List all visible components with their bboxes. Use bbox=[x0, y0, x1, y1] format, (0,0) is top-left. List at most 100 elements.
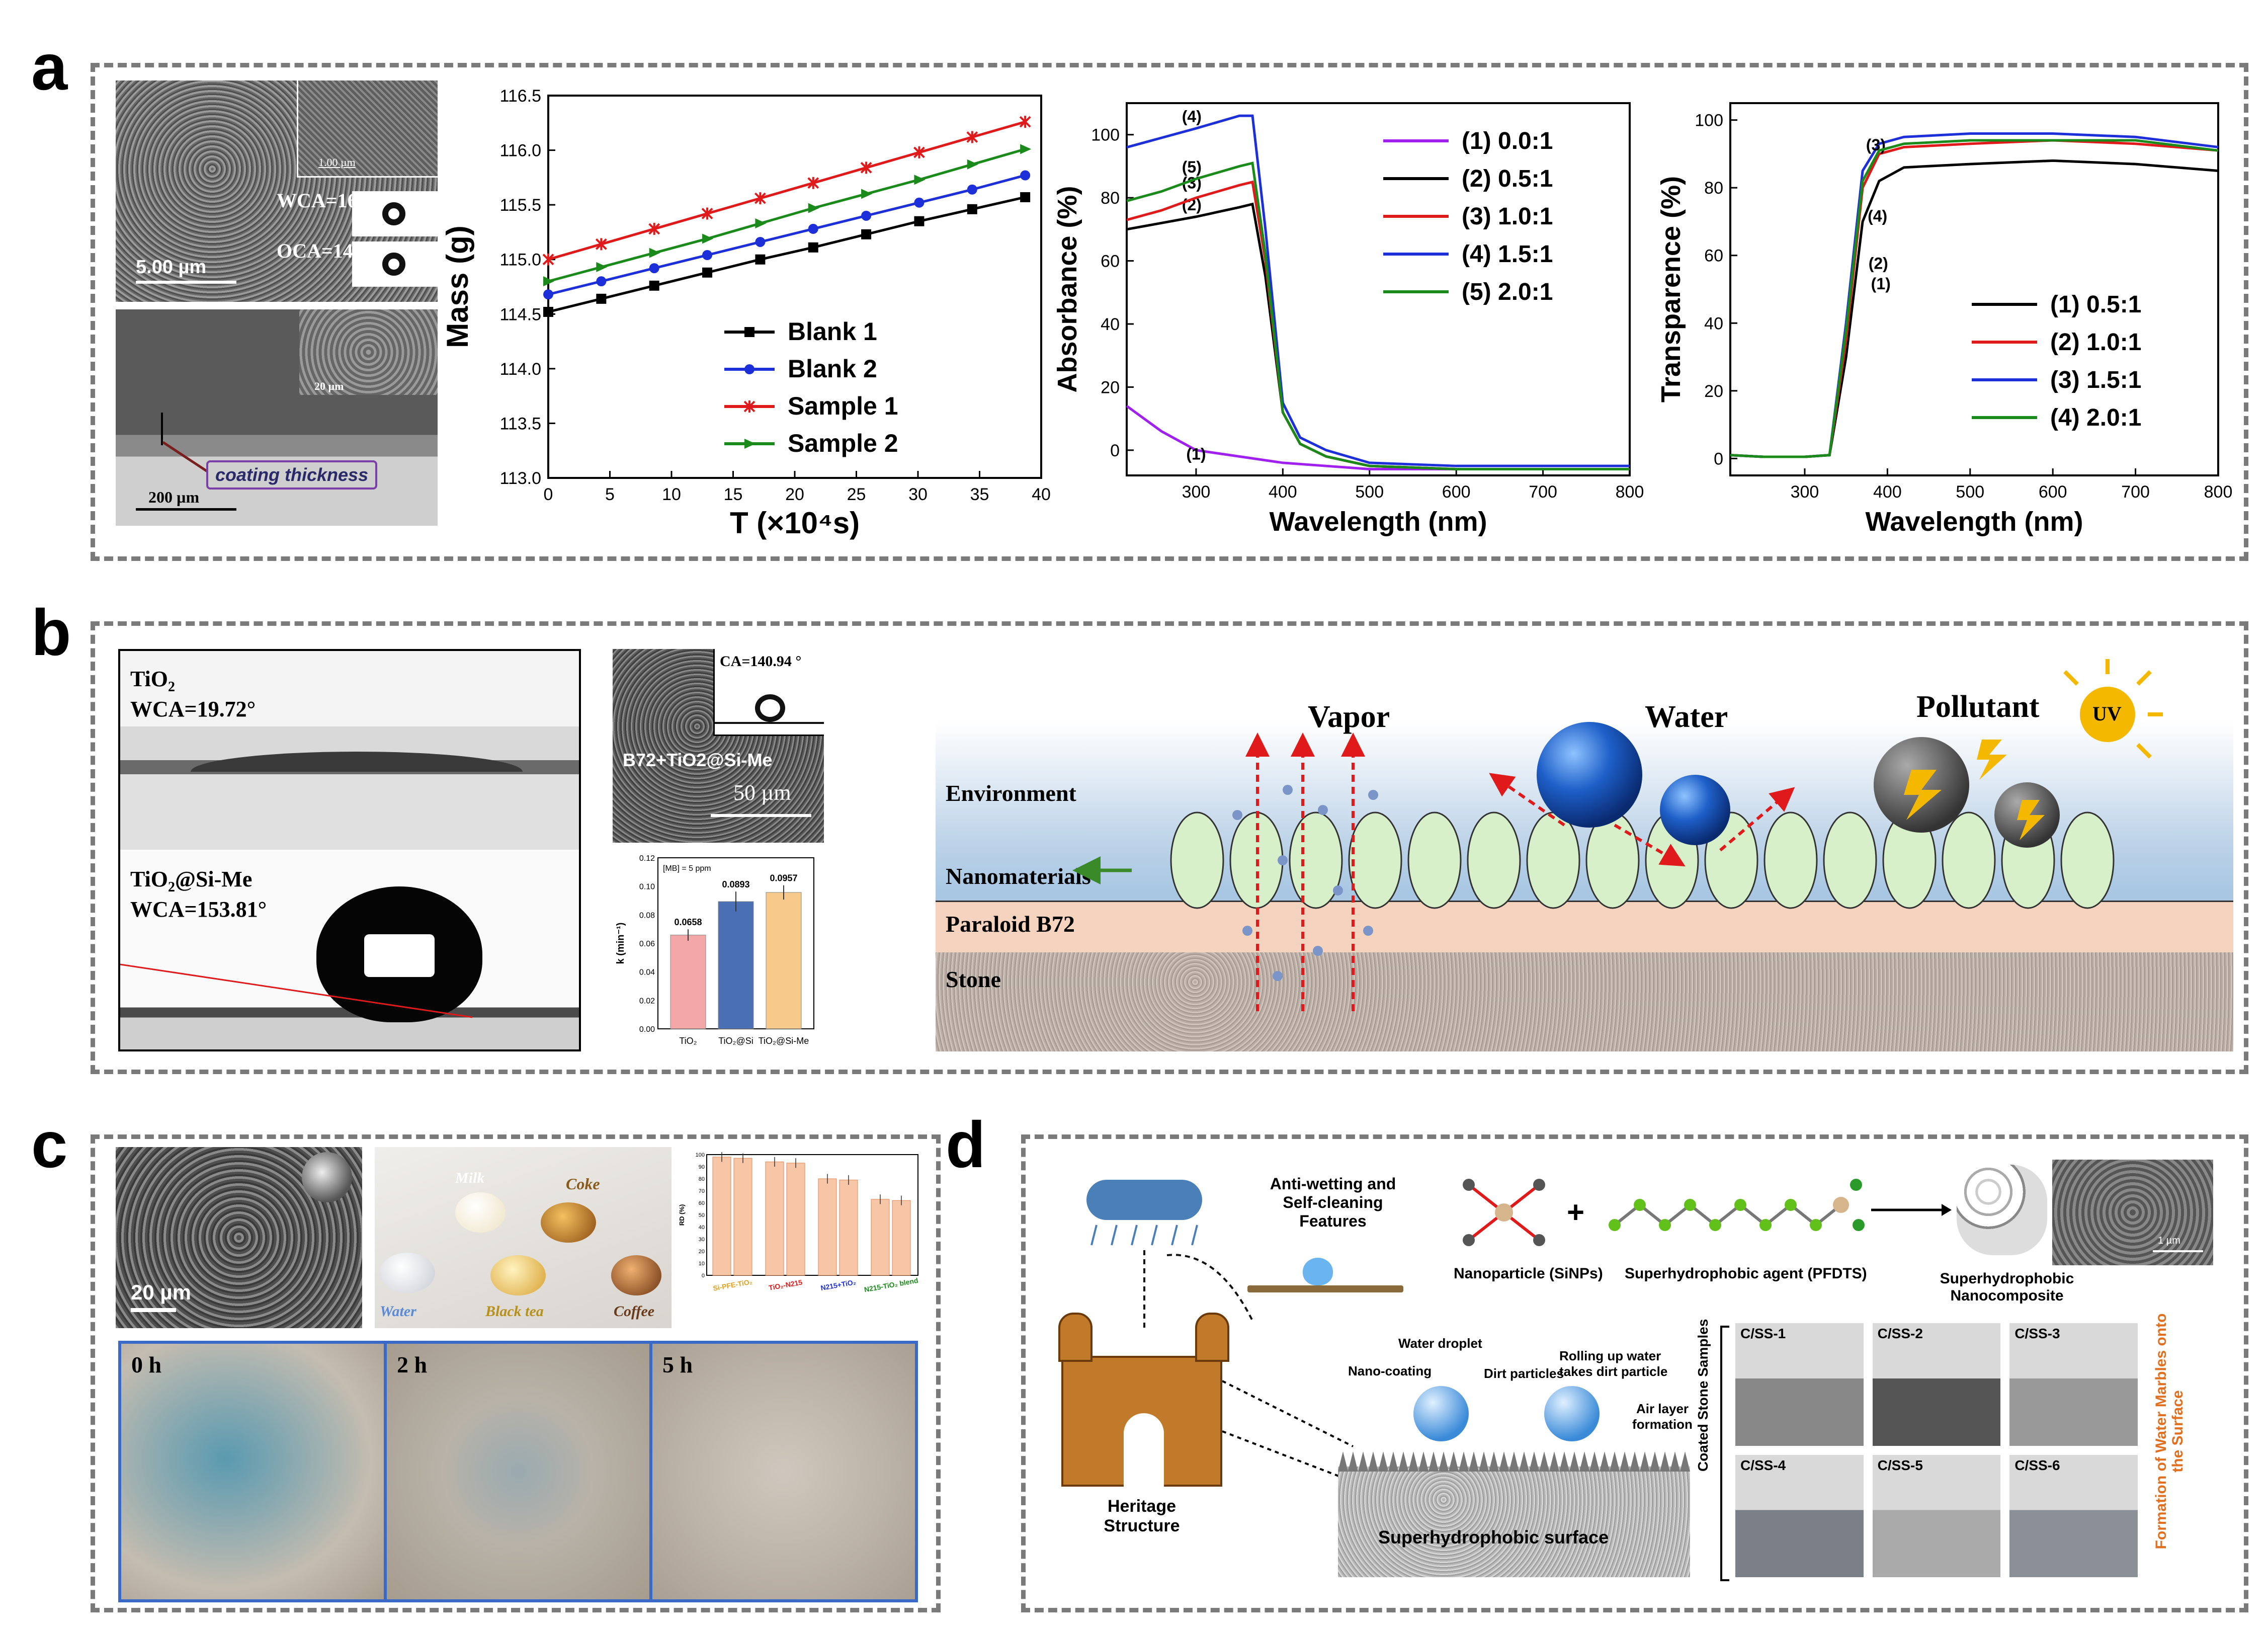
stone-layer bbox=[936, 952, 2233, 1051]
coke-label: Coke bbox=[566, 1175, 600, 1193]
y-tick-label: 60 bbox=[1101, 252, 1120, 271]
wca-droplet-inset bbox=[352, 191, 438, 236]
y-tick-label: 70 bbox=[699, 1188, 705, 1194]
nanomaterial-particle bbox=[1467, 811, 1521, 909]
water-droplet-icon bbox=[1413, 1386, 1469, 1441]
data-point bbox=[701, 207, 713, 220]
rain-cloud-icon bbox=[1086, 1180, 1202, 1220]
data-point bbox=[702, 250, 713, 261]
y-tick-label: 30 bbox=[699, 1237, 705, 1243]
y-tick-label: 100 bbox=[696, 1152, 705, 1158]
value-label: 0.0658 bbox=[674, 917, 702, 927]
series-line bbox=[1730, 139, 2219, 458]
environment-label: Environment bbox=[946, 780, 1076, 806]
x-axis-label: Wavelength (nm) bbox=[1269, 507, 1487, 537]
y-tick-label: 60 bbox=[1704, 247, 1723, 266]
samples-bracket bbox=[1720, 1326, 1729, 1581]
paraloid-label: Paraloid B72 bbox=[946, 911, 1075, 937]
series-line bbox=[1730, 159, 2219, 458]
x-tick-label: 0 bbox=[544, 485, 553, 504]
time-label: 2 h bbox=[397, 1352, 428, 1377]
nanomaterial-particle bbox=[2060, 811, 2115, 909]
series-line bbox=[548, 174, 1026, 296]
series-3 bbox=[1730, 132, 2219, 458]
plus-sign: + bbox=[1567, 1195, 1585, 1229]
y-tick-label: 20 bbox=[699, 1249, 705, 1255]
y-tick-label: 113.0 bbox=[499, 469, 541, 488]
x-tick-label: 20 bbox=[785, 485, 804, 504]
data-point bbox=[914, 197, 925, 208]
y-tick-label: 60 bbox=[699, 1200, 705, 1206]
curve-label: (1) bbox=[1186, 445, 1206, 463]
coating-thickness-label: coating thickness bbox=[206, 460, 378, 490]
data-point bbox=[648, 222, 660, 235]
bar bbox=[892, 1200, 911, 1276]
x-tick-label: 300 bbox=[1182, 482, 1211, 502]
protection-schematic: Environment Nanomaterials Paraloid B72 S… bbox=[936, 649, 2233, 1051]
series-2 bbox=[1730, 139, 2219, 458]
data-point bbox=[744, 364, 754, 374]
b-sem-image: CA=140.94 ° B72+TiO2@Si-Me 50 µm bbox=[613, 649, 824, 843]
anti-wetting-label: Anti-wetting and Self-cleaning Features bbox=[1270, 1175, 1396, 1230]
curve-label: (1) bbox=[1871, 275, 1891, 293]
plot-frame bbox=[547, 95, 1042, 479]
series-3 bbox=[542, 116, 1031, 266]
droplet-inset bbox=[302, 1152, 352, 1202]
y-tick-label: 40 bbox=[699, 1225, 705, 1231]
scale-label: 20 µm bbox=[131, 1280, 191, 1304]
tio2sime-wca: WCA=153.81° bbox=[130, 897, 267, 922]
bar bbox=[871, 1199, 890, 1276]
y-tick-label: 115.0 bbox=[499, 251, 541, 270]
legend-label: (3) 1.5:1 bbox=[2050, 367, 2141, 393]
scale-bar bbox=[136, 281, 236, 284]
rolling-label: Rolling up water takes dirt particle bbox=[1559, 1348, 1668, 1379]
data-point bbox=[967, 204, 977, 214]
x-tick-label: 35 bbox=[970, 485, 989, 504]
x-tick-label: 25 bbox=[847, 485, 866, 504]
formation-label: Formation of Water Marbles onto the Surf… bbox=[2153, 1313, 2186, 1550]
surface-slab bbox=[1247, 1285, 1403, 1292]
series-line bbox=[1126, 114, 1630, 467]
stain-2h: 2 h bbox=[387, 1344, 652, 1599]
legend-label: Blank 1 bbox=[788, 317, 877, 346]
x-tick-label: 700 bbox=[2121, 482, 2150, 502]
x-tick-label: 400 bbox=[1873, 482, 1902, 502]
zoom-lines bbox=[1222, 1380, 1354, 1483]
y-tick-label: 40 bbox=[1704, 314, 1723, 333]
x-tick-label: 300 bbox=[1791, 482, 1819, 502]
heritage-building-icon bbox=[1058, 1313, 1229, 1487]
plot-frame bbox=[1729, 102, 2219, 476]
y-tick-label: 0 bbox=[1110, 441, 1120, 460]
nanomaterials-label: Nanomaterials bbox=[946, 863, 1091, 889]
nanoparticle-label: Nanoparticle (SiNPs) bbox=[1454, 1265, 1603, 1282]
liquid-drops-photo: Milk Coke Water Black tea Coffee bbox=[375, 1147, 671, 1328]
x-axis-label: T (×10⁴s) bbox=[730, 506, 860, 540]
inset-scale-label: 20 µm bbox=[314, 380, 344, 392]
legend-label: (5) 2.0:1 bbox=[1462, 279, 1553, 305]
x-tick-label: 400 bbox=[1269, 482, 1297, 502]
tio2sime-label: TiO2@Si-Me bbox=[130, 867, 253, 895]
data-point bbox=[861, 229, 872, 239]
bar bbox=[818, 1178, 837, 1276]
y-tick-label: 100 bbox=[1695, 111, 1723, 130]
y-tick-label: 40 bbox=[1101, 315, 1120, 334]
x-tick-label: 30 bbox=[908, 485, 928, 504]
data-point bbox=[595, 238, 607, 251]
round-droplet bbox=[316, 886, 482, 1022]
data-point bbox=[808, 203, 819, 213]
y-tick-label: 0.04 bbox=[639, 968, 655, 977]
series-1 bbox=[543, 192, 1031, 317]
category-label: TiO₂@Si-Me bbox=[759, 1036, 809, 1046]
data-point bbox=[754, 192, 766, 205]
y-tick-label: 0.10 bbox=[639, 883, 655, 891]
coke-drop bbox=[541, 1202, 596, 1243]
data-point bbox=[649, 248, 660, 258]
curve-label: (4) bbox=[1868, 207, 1887, 225]
data-point bbox=[914, 175, 926, 185]
y-tick-label: 0.08 bbox=[639, 911, 655, 920]
scale-bar bbox=[136, 508, 236, 511]
vapor-label: Vapor bbox=[1308, 700, 1390, 734]
dirt-label: Dirt particles bbox=[1484, 1366, 1564, 1381]
